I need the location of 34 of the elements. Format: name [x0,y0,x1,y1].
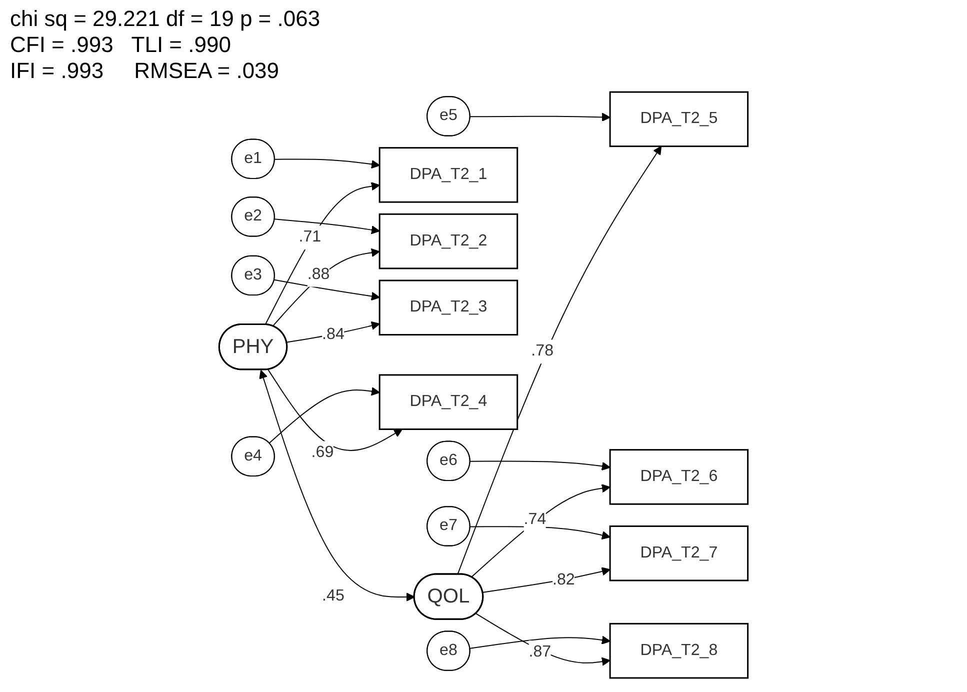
edge-label: .82 [552,571,575,589]
edge-label: .78 [531,342,554,360]
arrow [268,369,403,451]
node-box: DPA_T2_3 [378,280,518,336]
node-box: DPA_T2_5 [609,91,749,148]
arrow [470,636,610,649]
edge-label: .87 [528,643,552,660]
edge-label: .71 [298,228,322,246]
fit-statistics-text: CFI = .993 TLI = .990 [10,32,232,58]
edge-label: .45 [322,588,344,605]
edge-label: .69 [311,444,334,462]
arrow [268,386,380,444]
arrow [457,146,662,575]
edge-label: .74 [524,510,546,528]
arrow [470,460,610,471]
arrow [274,158,380,169]
fit-statistics-text: IFI = .993 RMSEA = .039 [10,58,280,84]
arrow [259,370,415,602]
node-box: DPA_T2_2 [378,213,518,270]
edge-label: .88 [307,266,330,283]
node-box: DPA_T2_1 [378,147,518,203]
edge-label: .84 [322,326,344,343]
arrow [264,182,380,325]
node-box: DPA_T2_8 [609,622,749,679]
arrow [274,279,380,301]
node-box: DPA_T2_4 [378,374,518,430]
node-box: DPA_T2_6 [609,449,749,505]
node-box: DPA_T2_7 [609,525,749,582]
arrow [272,248,380,326]
arrow [274,218,380,234]
arrow [470,112,610,122]
arrow [476,613,610,666]
arrow [482,567,610,593]
fit-statistics-text: chi sq = 29.221 df = 19 p = .063 [10,6,322,32]
